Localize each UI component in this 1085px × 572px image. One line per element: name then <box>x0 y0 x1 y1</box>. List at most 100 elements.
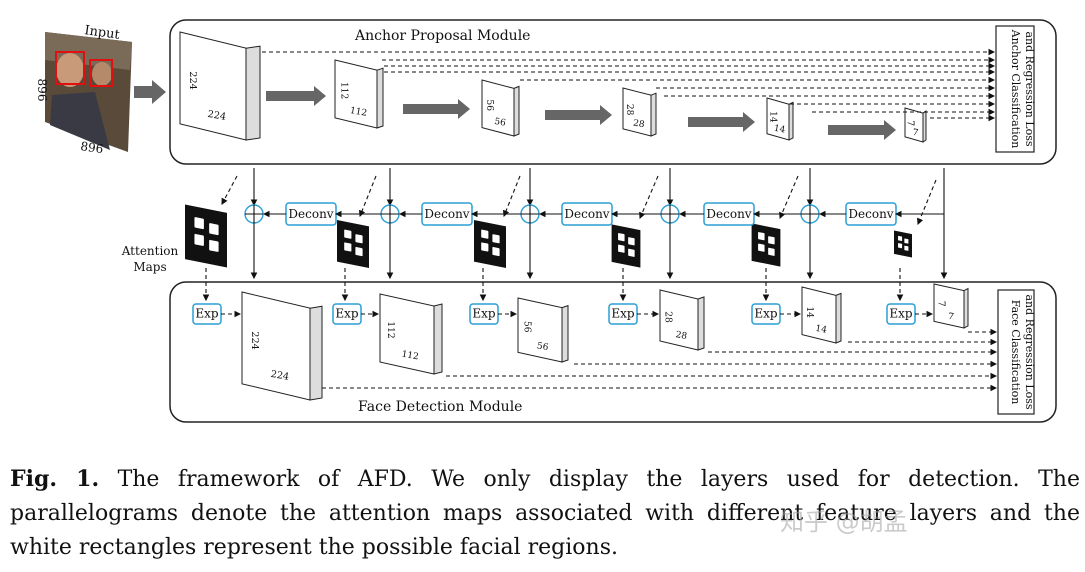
anchor-layer-14-height-label: 14 <box>767 111 777 123</box>
flow-arrow-4 <box>828 120 896 140</box>
attention-map-56-cell <box>481 242 489 252</box>
face-loss-line2: and Regression Loss <box>1023 294 1036 409</box>
attention-map-224 <box>185 204 227 268</box>
deconv-box-1-label: Deconv <box>424 207 469 221</box>
attention-map-7-cell <box>904 238 909 244</box>
attention-in-4 <box>779 175 799 220</box>
anchor-module-title: Anchor Proposal Module <box>354 28 530 44</box>
exp-box-3-label: Exp <box>611 307 635 321</box>
attention-map-7-shape <box>894 230 912 258</box>
attention-map-14-cell <box>768 236 775 245</box>
face-layer-7-height-label: 7 <box>936 301 946 307</box>
face-layer-14 <box>801 286 842 344</box>
attention-map-7-cell <box>904 245 909 251</box>
face-box <box>89 59 113 87</box>
attention-map-28-shape <box>611 224 641 268</box>
attention-map-112 <box>337 220 369 268</box>
face-layer-56 <box>517 297 569 363</box>
anchor-layer-28-width-label: 28 <box>632 119 645 131</box>
attention-map-7-cell <box>898 235 903 242</box>
figure-caption: Fig. 1. The framework of AFD. We only di… <box>10 462 1080 565</box>
exp-box-4-label: Exp <box>754 307 778 321</box>
face-layer-14-height-label: 14 <box>804 306 814 318</box>
attention-map-224-cell <box>209 239 219 252</box>
input-label: Input <box>83 23 121 43</box>
anchor-loss-line1: Anchor Classification <box>1009 29 1022 149</box>
anchor-layer-14-side <box>788 101 794 141</box>
watermark: 知乎 @胡孟 <box>780 508 908 536</box>
anchor-layer-112 <box>334 59 384 129</box>
attention-map-112-cell <box>355 247 363 257</box>
face-layer-28-side <box>697 296 705 351</box>
anchor-layer-14-width-label: 14 <box>773 124 786 136</box>
deconv-box-3-label: Deconv <box>706 207 751 221</box>
face-layer-28-height-label: 28 <box>663 311 673 323</box>
face-layer-224 <box>241 291 323 401</box>
attention-map-14-cell <box>768 247 775 256</box>
attention-map-224-cell <box>209 223 219 236</box>
attention-map-112-shape <box>337 220 369 268</box>
anchor-layer-112-width-label: 112 <box>349 106 368 119</box>
anchor-layer-7-side <box>922 110 927 143</box>
face-layer-112-width-label: 112 <box>401 350 420 363</box>
framework-figure: Input 896 896 Anchor Proposal Module Fac… <box>35 19 1057 423</box>
attention-map-224-cell <box>194 217 204 230</box>
flow-arrow-0 <box>266 86 326 106</box>
face-layer-224-height-label: 224 <box>249 331 260 350</box>
exp-box-5-label: Exp <box>889 307 913 321</box>
input-arrow <box>134 80 166 104</box>
attention-map-28-cell <box>618 233 625 242</box>
attention-map-56-cell <box>492 234 500 244</box>
attention-map-112-cell <box>344 242 352 252</box>
attention-map-224-shape <box>185 204 227 268</box>
attention-map-28-cell <box>628 237 635 246</box>
face-layer-7 <box>933 283 969 329</box>
anchor-layer-224-width-label: 224 <box>207 109 227 123</box>
attention-in-0 <box>221 175 238 205</box>
attention-in-3 <box>639 175 659 220</box>
attention-map-56-cell <box>481 229 489 239</box>
anchor-layer-7 <box>904 107 927 143</box>
face-layer-224-side <box>309 305 323 401</box>
face-layer-224-width-label: 224 <box>270 369 290 383</box>
anchor-layer-112-side <box>376 67 384 129</box>
deconv-box-0-label: Deconv <box>288 207 333 221</box>
face-layer-14-side <box>835 292 842 344</box>
anchor-loss-line2: and Regression Loss <box>1023 31 1036 146</box>
deconv-box-4-label: Deconv <box>848 207 893 221</box>
face-layer-28-width-label: 28 <box>675 330 688 342</box>
anchor-layer-56 <box>481 79 520 137</box>
attention-map-7 <box>894 230 912 258</box>
face-layer-56-side <box>561 304 569 363</box>
attention-map-14 <box>751 223 781 267</box>
anchor-layer-112-height-label: 112 <box>338 82 348 99</box>
attention-in-5 <box>917 179 937 226</box>
face-layer-112-height-label: 112 <box>385 321 395 338</box>
face-layer-14-width-label: 14 <box>815 324 828 336</box>
anchor-layer-224 <box>179 31 261 141</box>
anchor-layer-7-width-label: 7 <box>912 128 920 139</box>
face-layer-56-height-label: 56 <box>522 321 532 333</box>
attention-in-2 <box>502 175 521 218</box>
anchor-layer-56-height-label: 56 <box>484 99 494 111</box>
anchor-proposal-module <box>169 19 1057 165</box>
anchor-layer-224-height-label: 224 <box>187 71 198 90</box>
attention-label-line1: Attention <box>121 244 179 258</box>
attention-map-56-cell <box>492 247 500 257</box>
flow-arrow-2 <box>545 105 612 125</box>
attention-map-224-cell <box>194 233 204 246</box>
input-image <box>45 32 132 152</box>
attention-in-1 <box>358 175 377 218</box>
face-layer-7-width-label: 7 <box>947 312 955 323</box>
face-box <box>55 51 85 85</box>
anchor-loss-box <box>995 25 1035 153</box>
flow-arrow-1 <box>403 99 470 119</box>
attention-map-56-shape <box>474 220 506 268</box>
attention-map-28-cell <box>618 244 625 253</box>
exp-box-2-label: Exp <box>472 307 496 321</box>
framework-diagram: Input 896 896 Anchor Proposal Module Fac… <box>35 19 1057 423</box>
flow-arrow-3 <box>688 112 755 132</box>
attention-map-56 <box>474 220 506 268</box>
face-loss-box <box>997 289 1035 415</box>
attention-map-28 <box>611 224 641 268</box>
